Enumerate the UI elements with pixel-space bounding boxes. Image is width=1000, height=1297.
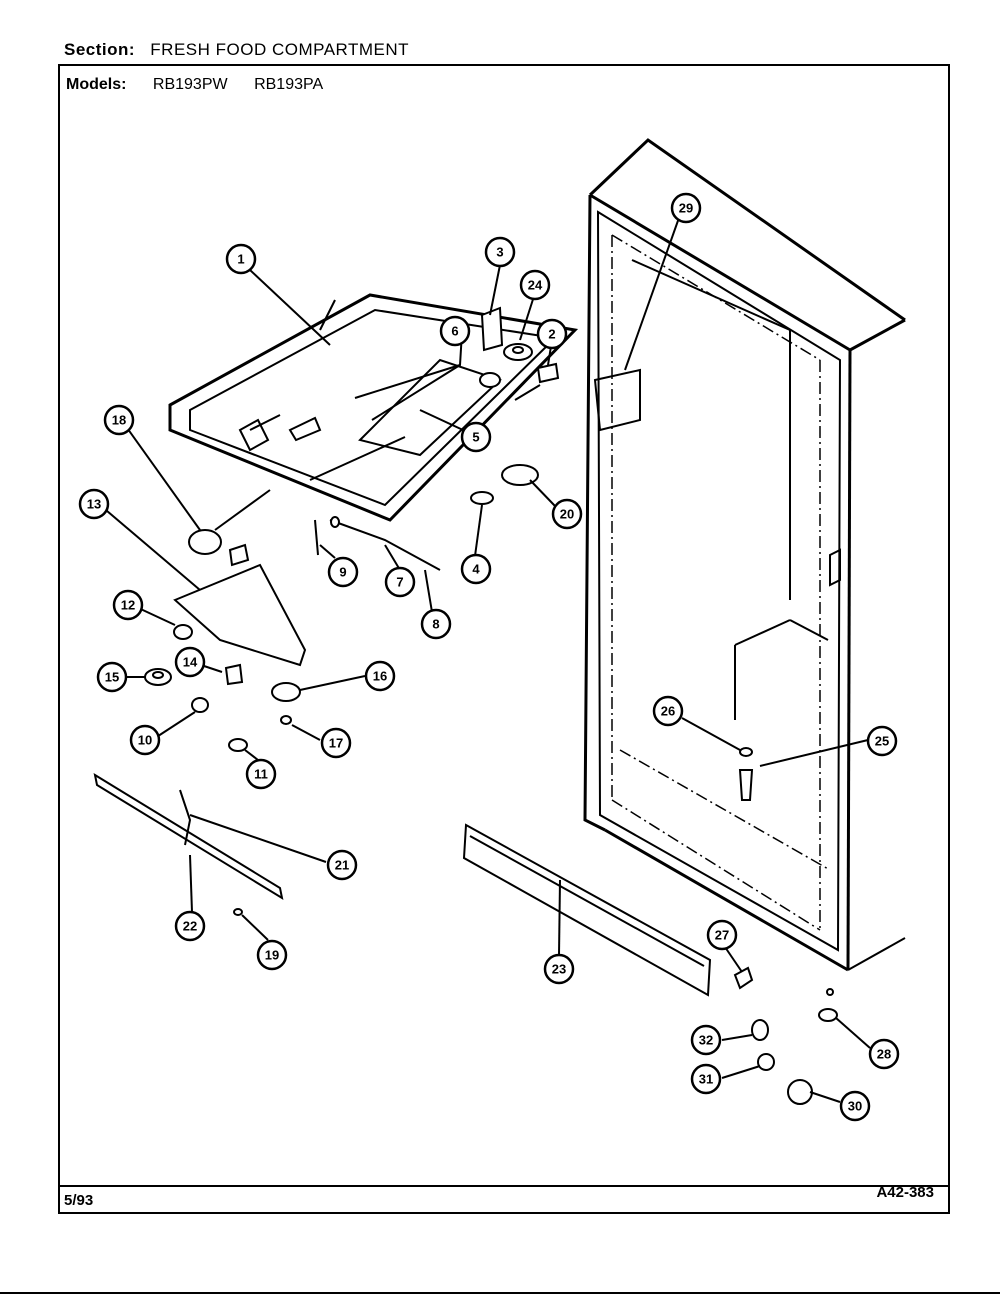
callout-27: 27 (706, 919, 738, 951)
callout-9: 9 (327, 556, 359, 588)
svg-text:10: 10 (138, 733, 152, 748)
callout-24: 24 (519, 269, 551, 301)
callout-25: 25 (866, 725, 898, 757)
callout-29: 29 (670, 192, 702, 224)
leader-lines (99, 214, 871, 1103)
callout-16: 16 (364, 660, 396, 692)
callout-1: 1 (225, 243, 257, 275)
model-2: RB193PA (254, 76, 324, 93)
svg-text:30: 30 (848, 1099, 862, 1114)
svg-text:15: 15 (105, 670, 119, 685)
svg-text:32: 32 (699, 1033, 713, 1048)
diagram-frame (58, 64, 950, 1214)
svg-text:2: 2 (548, 327, 555, 342)
callout-19: 19 (256, 939, 288, 971)
diagram-code: A42-383 (876, 1184, 934, 1201)
callout-23: 23 (543, 953, 575, 985)
svg-text:9: 9 (339, 565, 346, 580)
svg-text:20: 20 (560, 507, 574, 522)
svg-text:27: 27 (715, 928, 729, 943)
svg-text:21: 21 (335, 858, 349, 873)
page-bottom-rule (0, 1292, 1000, 1294)
callout-8: 8 (420, 608, 452, 640)
svg-text:1: 1 (237, 252, 244, 267)
svg-text:26: 26 (661, 704, 675, 719)
svg-text:7: 7 (396, 575, 403, 590)
callout-4: 4 (460, 553, 492, 585)
callout-32: 32 (690, 1024, 722, 1056)
svg-text:18: 18 (112, 413, 126, 428)
callout-3: 3 (484, 236, 516, 268)
section-label: Section: (64, 40, 136, 59)
small-parts (93, 306, 838, 1105)
svg-text:4: 4 (472, 562, 480, 577)
callout-26: 26 (652, 695, 684, 727)
callout-21: 21 (326, 849, 358, 881)
svg-text:11: 11 (254, 767, 268, 782)
svg-text:31: 31 (699, 1072, 713, 1087)
fresh-food-cover (168, 293, 579, 571)
section-title: Section: FRESH FOOD COMPARTMENT (64, 40, 409, 60)
callout-20: 20 (551, 498, 583, 530)
callout-31: 31 (690, 1063, 722, 1095)
svg-text:6: 6 (451, 324, 458, 339)
svg-text:29: 29 (679, 201, 693, 216)
models-line: Models: RB193PW RB193PA (66, 76, 323, 94)
svg-text:25: 25 (875, 734, 889, 749)
refrigerator-cabinet (583, 138, 906, 972)
svg-text:16: 16 (373, 669, 387, 684)
svg-text:13: 13 (87, 497, 101, 512)
svg-text:8: 8 (432, 617, 439, 632)
svg-text:24: 24 (528, 278, 543, 293)
svg-text:28: 28 (877, 1047, 891, 1062)
svg-text:3: 3 (496, 245, 503, 260)
callout-10: 10 (129, 724, 161, 756)
callout-28: 28 (868, 1038, 900, 1070)
callout-13: 13 (78, 488, 110, 520)
callout-15: 15 (96, 661, 128, 693)
callout-22: 22 (174, 910, 206, 942)
callout-12: 12 (112, 589, 144, 621)
callout-6: 6 (439, 315, 471, 347)
section-value: FRESH FOOD COMPARTMENT (150, 40, 410, 59)
svg-text:23: 23 (552, 962, 566, 977)
models-label: Models: (66, 76, 127, 93)
revision-date: 5/93 (64, 1192, 94, 1209)
svg-text:5: 5 (472, 430, 479, 445)
callout-18: 18 (103, 404, 135, 436)
callout-7: 7 (384, 566, 416, 598)
svg-text:14: 14 (183, 655, 198, 670)
callout-2: 2 (536, 318, 568, 350)
svg-text:19: 19 (265, 948, 279, 963)
callout-11: 11 (245, 758, 277, 790)
svg-text:17: 17 (329, 736, 343, 751)
callout-5: 5 (460, 421, 492, 453)
callout-30: 30 (839, 1090, 871, 1122)
callout-17: 17 (320, 727, 352, 759)
callout-14: 14 (174, 646, 206, 678)
model-1: RB193PW (152, 76, 228, 93)
svg-text:12: 12 (121, 598, 135, 613)
svg-text:22: 22 (183, 919, 197, 934)
footer-rule (60, 1185, 948, 1187)
